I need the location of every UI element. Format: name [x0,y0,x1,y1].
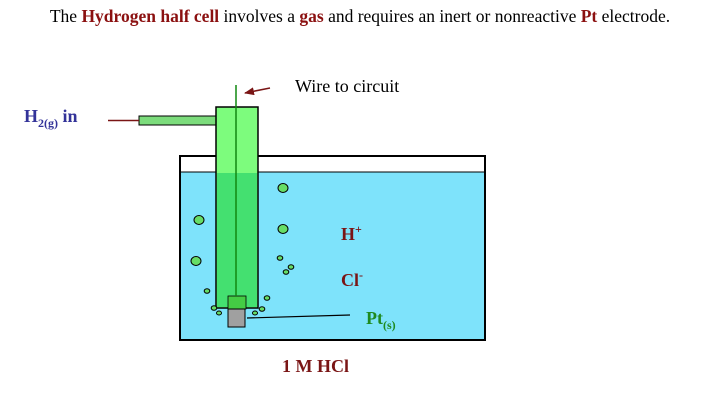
bubble [258,306,266,312]
bubble [216,310,222,316]
bubble [190,256,202,266]
bubble [287,264,295,270]
h2-inlet-label: H2(g) in [24,106,78,131]
h2-subscript: 2(g) [38,116,59,130]
title-part-1: The [49,6,82,26]
title-highlight-hydrogen-half-cell: Hydrogen half cell [81,6,220,26]
bubble [277,224,289,234]
pt-symbol: Pt [366,308,383,328]
hplus-charge: + [355,222,362,236]
bubble [203,288,211,294]
wire-label: Wire to circuit [295,76,400,96]
h2-inlet-tube [138,115,219,126]
title-part-3: and requires an inert or nonreactive [323,6,581,26]
hplus-symbol: H [341,224,356,244]
bubble [263,295,271,301]
gas-bubbles [190,183,295,316]
diagram-title: The Hydrogen half cell involves a gas an… [0,6,720,27]
h2-suffix: in [58,106,78,126]
pt-arrow [246,314,351,319]
h2-symbol: H [24,106,39,126]
bubble [193,215,205,225]
platinum-electrode [227,308,246,328]
bubble [276,255,284,261]
cl-charge: - [359,268,363,282]
hydrogen-ion-label: H+ [341,222,362,245]
bubble [210,305,218,311]
bubble [277,183,289,193]
pt-subscript: (s) [383,318,396,332]
platinum-label: Pt(s) [366,308,396,333]
electrode-mount [227,295,247,310]
title-part-4: electrode. [597,6,671,26]
title-highlight-pt: Pt [580,6,598,26]
chloride-ion-label: Cl- [341,268,363,291]
title-part-2: involves a [219,6,300,26]
title-highlight-gas: gas [299,6,324,26]
cl-symbol: Cl [341,270,359,290]
wire-arrow [244,87,271,96]
bubble [252,310,258,316]
bubble [282,269,290,275]
solution-label: 1 M HCl [282,356,349,376]
gas-tube-submerged [217,173,257,307]
